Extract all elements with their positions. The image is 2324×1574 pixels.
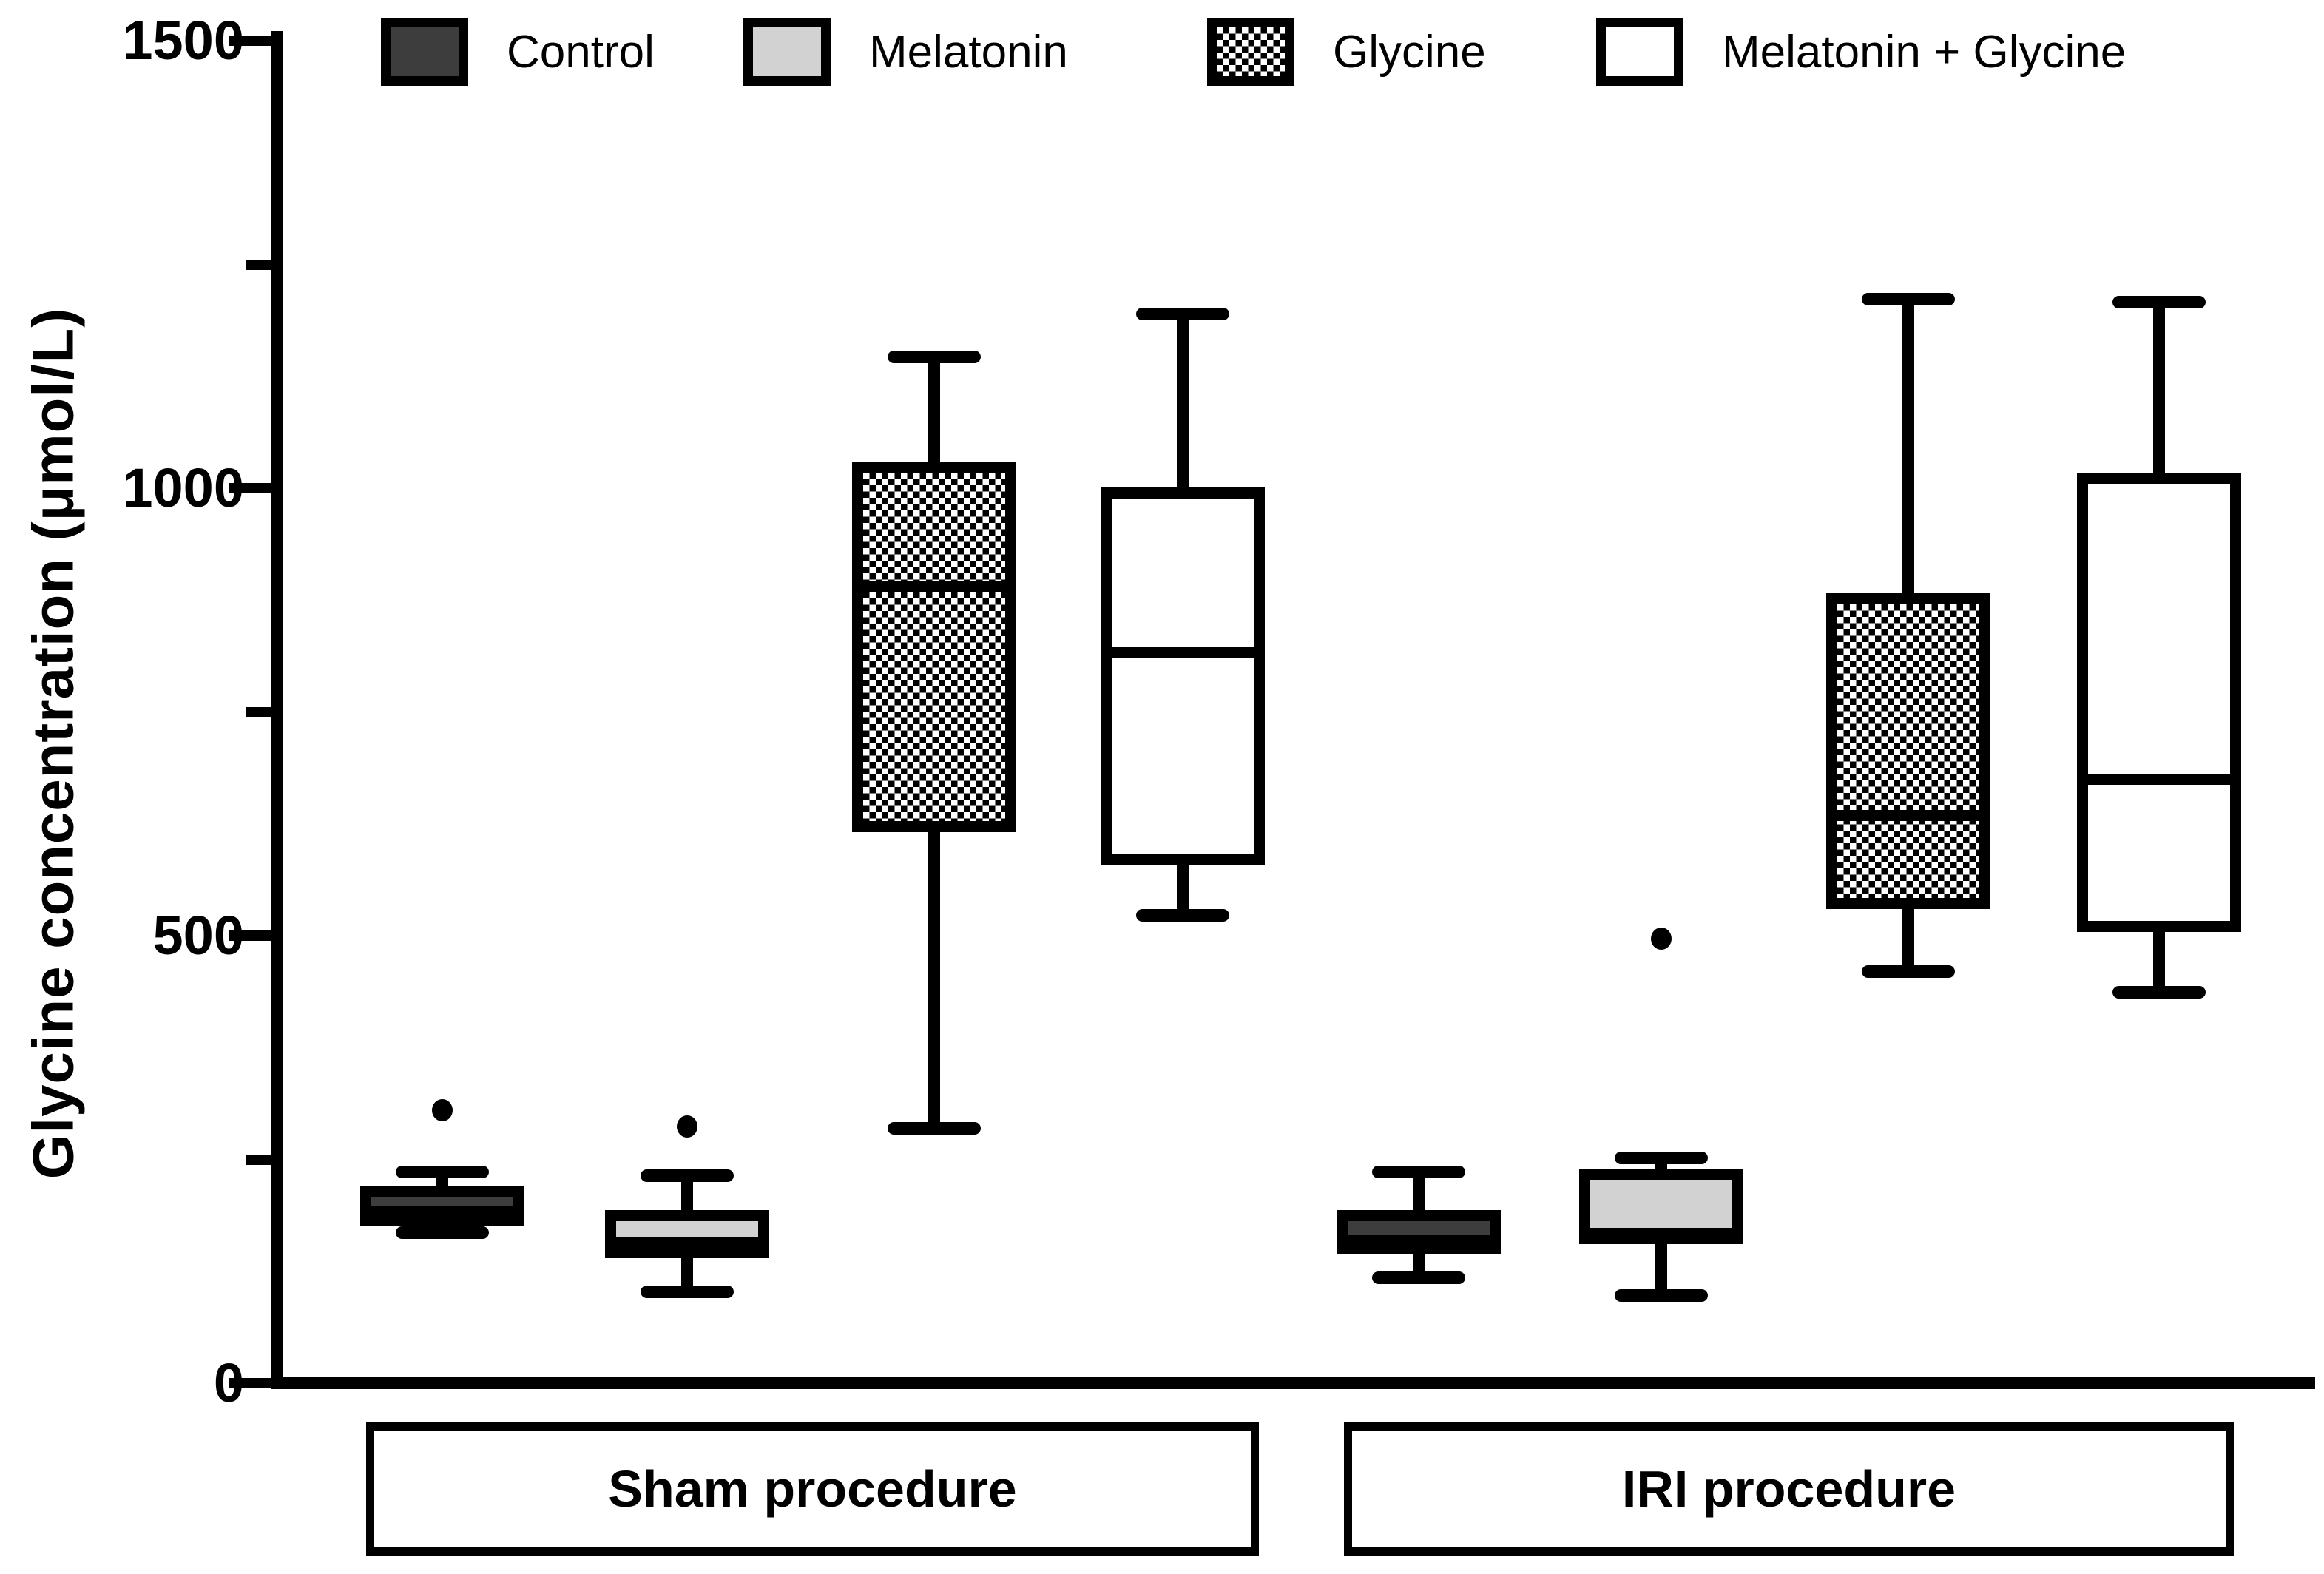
box	[1101, 487, 1265, 865]
y-major-tick	[229, 1378, 271, 1388]
whisker-cap-top	[396, 1165, 489, 1178]
whisker-cap-bottom	[1136, 908, 1229, 922]
outlier-point	[1651, 927, 1672, 950]
whisker-cap-bottom	[396, 1226, 489, 1240]
legend-label: Glycine	[1333, 26, 1486, 78]
y-minor-tick	[246, 706, 271, 717]
y-tick-label: 1000	[122, 457, 244, 519]
whisker-cap-top	[1615, 1151, 1708, 1164]
y-tick-label: 1500	[122, 10, 244, 71]
median-line	[1337, 1235, 1501, 1247]
y-axis-line	[271, 31, 283, 1389]
box	[360, 1185, 524, 1226]
median-line	[605, 1237, 769, 1249]
median-line	[360, 1206, 524, 1218]
legend-swatch-icon	[1596, 18, 1683, 86]
y-tick-label: 500	[152, 905, 244, 966]
box	[1337, 1210, 1501, 1254]
box	[1826, 592, 1990, 909]
legend-item: Melatonin	[743, 18, 1068, 86]
y-tick-label: 0	[213, 1352, 244, 1413]
legend-swatch-icon	[381, 18, 468, 86]
legend-item: Control	[381, 18, 655, 86]
group-label-text: Sham procedure	[608, 1460, 1017, 1518]
y-minor-tick	[246, 259, 271, 270]
outlier-point	[432, 1098, 453, 1121]
group-label-text: IRI procedure	[1621, 1460, 1956, 1518]
y-minor-tick	[246, 1154, 271, 1165]
y-major-tick	[229, 930, 271, 941]
whisker-cap-top	[1136, 307, 1229, 320]
whisker-cap-bottom	[1615, 1288, 1708, 1302]
whisker-cap-bottom	[1372, 1271, 1465, 1284]
outlier-point	[677, 1115, 697, 1138]
whisker-cap-top	[1862, 293, 1955, 306]
box	[852, 461, 1016, 832]
legend-swatch-icon	[743, 18, 831, 86]
group-label-box: Sham procedure	[366, 1422, 1259, 1556]
legend-label: Melatonin + Glycine	[1722, 26, 2127, 78]
y-major-tick	[229, 36, 271, 46]
group-label-box: IRI procedure	[1344, 1422, 2234, 1556]
median-line	[1101, 647, 1265, 659]
whisker-cap-bottom	[1862, 965, 1955, 978]
legend-label: Melatonin	[869, 26, 1068, 78]
box	[605, 1210, 769, 1258]
box	[2077, 473, 2241, 933]
whisker-cap-bottom	[641, 1286, 734, 1299]
whisker-cap-bottom	[888, 1121, 981, 1135]
y-major-tick	[229, 483, 271, 493]
whisker-cap-top	[641, 1169, 734, 1182]
whisker-cap-bottom	[2112, 985, 2206, 999]
legend-label: Control	[507, 26, 655, 78]
x-axis-line	[271, 1377, 2315, 1389]
whisker-cap-top	[2112, 295, 2206, 308]
median-line	[852, 581, 1016, 592]
whisker-cap-top	[888, 350, 981, 363]
median-line	[2077, 773, 2241, 785]
y-axis-title: Glycine concentration (μmol/L)	[20, 307, 86, 1180]
median-line	[1579, 1228, 1743, 1240]
legend-item: Melatonin + Glycine	[1596, 18, 2126, 86]
whisker-cap-top	[1372, 1165, 1465, 1178]
median-line	[1826, 810, 1990, 822]
legend-item: Glycine	[1207, 18, 1486, 86]
legend-swatch-icon	[1207, 18, 1294, 86]
